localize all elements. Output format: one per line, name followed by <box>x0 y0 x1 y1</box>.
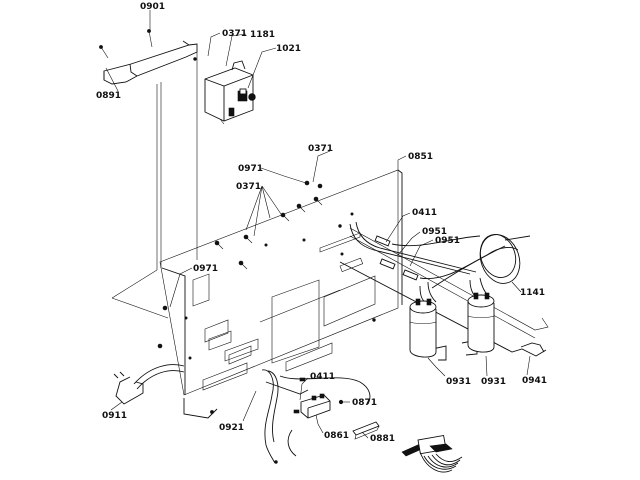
connector-bundle <box>401 434 463 473</box>
callout-0901: 0901 <box>140 2 165 12</box>
callout-1021: 1021 <box>276 44 301 54</box>
callout-0911: 0911 <box>102 411 127 421</box>
main-panel <box>159 169 403 419</box>
top-bracket <box>99 29 198 319</box>
wire-harness <box>261 369 371 464</box>
callout-0971: 0971 <box>238 164 263 174</box>
callout-1181: 1181 <box>250 30 275 40</box>
capacitors <box>409 292 495 358</box>
callout-1141: 1141 <box>520 288 545 298</box>
callout-0951: 0951 <box>422 227 447 237</box>
callout-0921: 0921 <box>219 423 244 433</box>
callout-0861: 0861 <box>324 431 349 441</box>
callout-0951: 0951 <box>435 236 460 246</box>
callout-0371: 0371 <box>308 144 333 154</box>
callout-0411: 0411 <box>412 208 437 218</box>
callout-0931: 0931 <box>481 377 506 387</box>
callout-0971: 0971 <box>193 264 218 274</box>
leader-lines <box>105 10 531 439</box>
callout-labels: 0901 0371 1181 1021 0891 0371 0851 0971 … <box>96 2 547 444</box>
callout-0371: 0371 <box>236 182 261 192</box>
callout-0871: 0871 <box>352 398 377 408</box>
callout-0411: 0411 <box>310 372 335 382</box>
screws <box>157 180 323 349</box>
relay-block <box>204 60 256 125</box>
callout-0881: 0881 <box>370 434 395 444</box>
callout-0851: 0851 <box>408 152 433 162</box>
callout-0371: 0371 <box>222 29 247 39</box>
terminal-block <box>300 393 380 440</box>
capacitor-bracket <box>339 227 549 361</box>
power-cord <box>113 364 185 405</box>
callout-0891: 0891 <box>96 91 121 101</box>
callout-0941: 0941 <box>522 376 547 386</box>
callout-0931: 0931 <box>446 377 471 387</box>
